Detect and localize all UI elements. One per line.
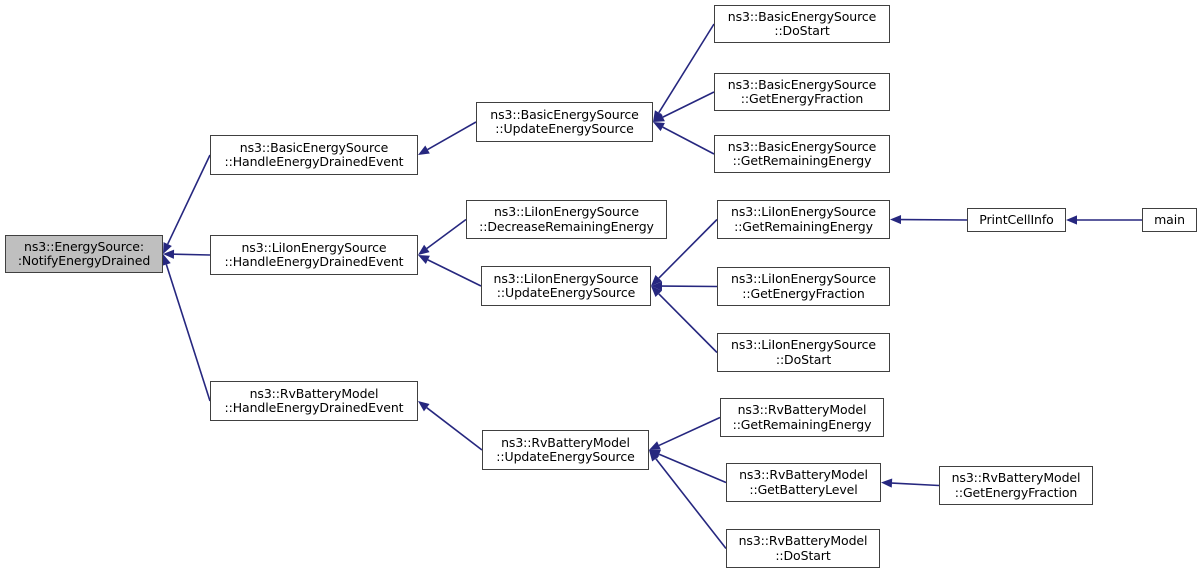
edge-rv-getbatterylevel-to-rv-update xyxy=(649,450,727,484)
node-label: ns3::BasicEnergySource ::UpdateEnergySou… xyxy=(490,106,639,136)
node-label: ns3::LiIonEnergySource ::UpdateEnergySou… xyxy=(493,270,639,300)
node-label: ns3::BasicEnergySource ::GetRemainingEne… xyxy=(727,138,877,168)
edge-basic-getremaining-to-basic-update xyxy=(653,122,715,155)
node-main[interactable]: main xyxy=(1142,208,1197,232)
node-label: ns3::RvBatteryModel ::GetEnergyFraction xyxy=(951,470,1081,500)
edge-rv-handle-to-root xyxy=(161,254,211,402)
node-liion-energy-source-do-start[interactable]: ns3::LiIonEnergySource ::DoStart xyxy=(717,333,890,372)
edge-liion-handle-to-root xyxy=(163,249,211,259)
node-basic-energy-source-get-energy-fraction[interactable]: ns3::BasicEnergySource ::GetEnergyFracti… xyxy=(714,73,890,111)
edge-basic-getfraction-to-basic-update xyxy=(653,91,715,122)
node-label: ns3::LiIonEnergySource ::GetRemainingEne… xyxy=(731,204,876,234)
node-basic-energy-source-handle-energy-drained-event[interactable]: ns3::BasicEnergySource ::HandleEnergyDra… xyxy=(210,135,418,175)
edge-liion-dostart-to-liion-update xyxy=(651,286,718,354)
edge-rv-getremaining-to-rv-update xyxy=(649,416,721,450)
edge-rv-dostart-to-rv-update xyxy=(649,450,727,549)
node-label: PrintCellInfo xyxy=(979,211,1054,227)
node-label: ns3::LiIonEnergySource ::GetEnergyFracti… xyxy=(731,271,876,301)
node-label: ns3::RvBatteryModel ::GetBatteryLevel xyxy=(739,467,868,497)
edge-printcellinfo-to-liion-getremaining xyxy=(890,214,968,225)
node-rv-battery-model-do-start[interactable]: ns3::RvBatteryModel ::DoStart xyxy=(726,529,880,568)
node-label: ns3::RvBatteryModel ::DoStart xyxy=(738,533,868,563)
node-label: ns3::BasicEnergySource ::GetEnergyFracti… xyxy=(727,76,877,106)
edge-basic-update-to-basic-handle xyxy=(418,121,477,155)
node-rv-battery-model-handle-energy-drained-event[interactable]: ns3::RvBatteryModel ::HandleEnergyDraine… xyxy=(210,381,418,421)
node-liion-energy-source-get-remaining-energy[interactable]: ns3::LiIonEnergySource ::GetRemainingEne… xyxy=(717,200,890,239)
node-label: ns3::BasicEnergySource ::DoStart xyxy=(727,8,877,38)
edge-rv-getfraction-to-rv-getbatterylevel xyxy=(881,478,940,488)
node-label: ns3::RvBatteryModel ::UpdateEnergySource xyxy=(496,434,635,464)
node-basic-energy-source-do-start[interactable]: ns3::BasicEnergySource ::DoStart xyxy=(714,5,890,43)
node-label: ns3::LiIonEnergySource ::HandleEnergyDra… xyxy=(224,239,404,269)
node-liion-energy-source-decrease-remaining-energy[interactable]: ns3::LiIonEnergySource ::DecreaseRemaini… xyxy=(466,200,667,239)
edge-liion-getfraction-to-liion-update xyxy=(651,281,718,291)
node-label: ns3::LiIonEnergySource ::DoStart xyxy=(731,337,876,367)
edge-main-to-printcellinfo xyxy=(1066,215,1142,225)
node-rv-battery-model-get-energy-fraction[interactable]: ns3::RvBatteryModel ::GetEnergyFraction xyxy=(939,466,1093,505)
node-rv-battery-model-get-battery-level[interactable]: ns3::RvBatteryModel ::GetBatteryLevel xyxy=(726,463,881,502)
node-liion-energy-source-get-energy-fraction[interactable]: ns3::LiIonEnergySource ::GetEnergyFracti… xyxy=(717,267,890,306)
node-label: ns3::LiIonEnergySource ::DecreaseRemaini… xyxy=(479,204,654,234)
node-energy-source-notify-energy-drained[interactable]: ns3::EnergySource: :NotifyEnergyDrained xyxy=(5,235,163,273)
node-basic-energy-source-get-remaining-energy[interactable]: ns3::BasicEnergySource ::GetRemainingEne… xyxy=(714,135,890,173)
node-label: ns3::RvBatteryModel ::GetRemainingEnergy xyxy=(732,402,872,432)
edge-liion-decrease-to-liion-handle xyxy=(418,218,467,255)
node-label: ns3::BasicEnergySource ::HandleEnergyDra… xyxy=(224,139,404,169)
node-label: ns3::RvBatteryModel ::HandleEnergyDraine… xyxy=(224,385,404,415)
edge-basic-dostart-to-basic-update xyxy=(653,23,715,122)
node-liion-energy-source-update-energy-source[interactable]: ns3::LiIonEnergySource ::UpdateEnergySou… xyxy=(481,266,651,306)
node-print-cell-info[interactable]: PrintCellInfo xyxy=(967,208,1066,232)
node-basic-energy-source-update-energy-source[interactable]: ns3::BasicEnergySource ::UpdateEnergySou… xyxy=(476,102,653,142)
edge-basic-handle-to-root xyxy=(163,154,211,254)
node-label: ns3::EnergySource: :NotifyEnergyDrained xyxy=(17,238,151,268)
node-rv-battery-model-update-energy-source[interactable]: ns3::RvBatteryModel ::UpdateEnergySource xyxy=(482,430,649,470)
node-liion-energy-source-handle-energy-drained-event[interactable]: ns3::LiIonEnergySource ::HandleEnergyDra… xyxy=(210,235,418,275)
edge-rv-update-to-rv-handle xyxy=(418,401,483,451)
node-rv-battery-model-get-remaining-energy[interactable]: ns3::RvBatteryModel ::GetRemainingEnergy xyxy=(720,398,884,437)
node-label: main xyxy=(1154,211,1185,227)
edge-liion-update-to-liion-handle xyxy=(418,255,482,287)
